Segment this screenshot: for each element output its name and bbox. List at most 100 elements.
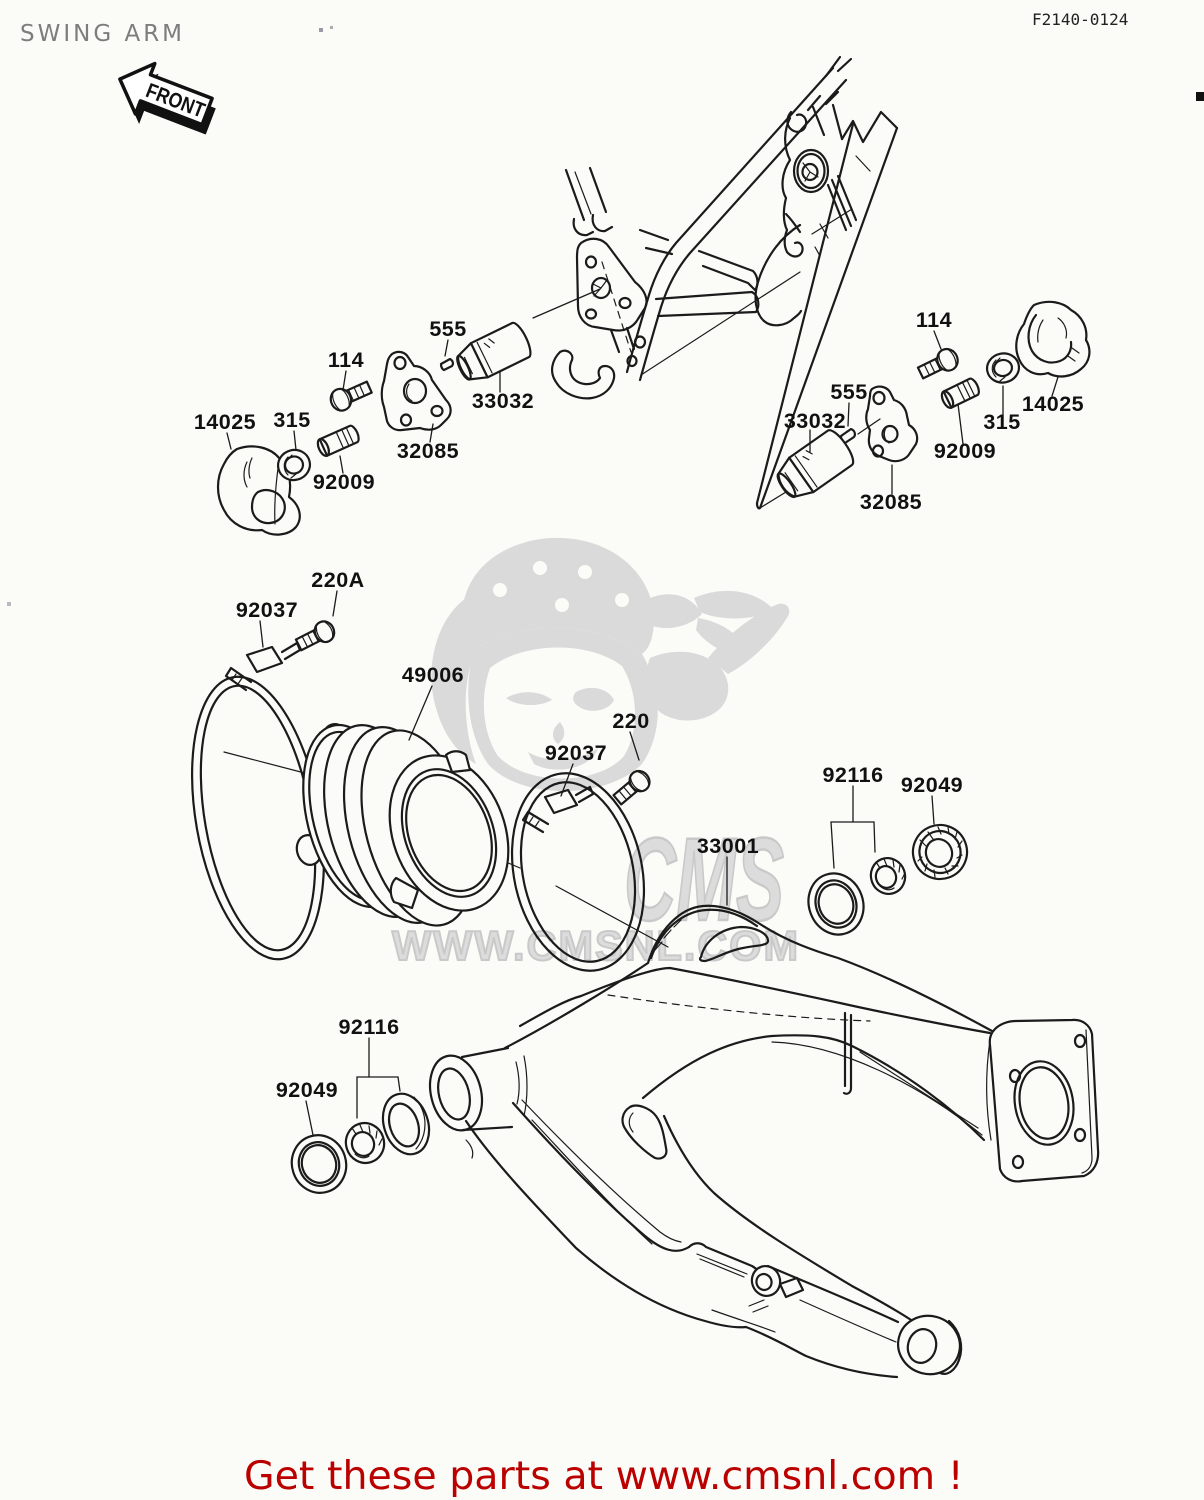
- art-segment: [1073, 1127, 1087, 1143]
- part-92037-right-art: [510, 772, 646, 972]
- leader-555-left: [444, 339, 449, 357]
- art-segment: [687, 1242, 762, 1284]
- art-segment: [776, 472, 797, 499]
- art-segment: [1073, 1033, 1087, 1049]
- part-32085-right-art: [865, 385, 919, 463]
- art-segment: [456, 354, 472, 381]
- art-segment: [461, 537, 654, 654]
- art-segment: [1008, 1068, 1022, 1084]
- art-segment: [550, 349, 616, 400]
- part-label-555-right[interactable]: 555: [830, 380, 867, 404]
- part-label-220A[interactable]: 220A: [311, 568, 364, 592]
- art-segment: [654, 919, 682, 951]
- part-label-315-right[interactable]: 315: [983, 410, 1020, 434]
- art-segment: [811, 103, 844, 141]
- art-segment: [518, 966, 992, 1035]
- part-92009-left-art: [316, 424, 360, 458]
- part-92116-left-bushing-art: [381, 1092, 431, 1156]
- art-segment: [786, 110, 808, 133]
- leader-92049-right: [931, 795, 935, 825]
- part-label-92116-right[interactable]: 92116: [822, 763, 883, 787]
- art-segment: [873, 821, 876, 853]
- part-92009-right-art: [940, 377, 980, 410]
- art-segment: [297, 1141, 341, 1187]
- part-label-92049-right[interactable]: 92049: [901, 773, 963, 797]
- scan-specks: [7, 26, 1204, 606]
- part-label-220[interactable]: 220: [612, 709, 649, 733]
- part-label-49006[interactable]: 49006: [402, 663, 464, 687]
- art-segment: [553, 722, 565, 744]
- art-segment: [646, 594, 702, 629]
- art-segment: [578, 565, 592, 579]
- art-segment: [865, 385, 919, 463]
- part-label-555-left[interactable]: 555: [429, 317, 466, 341]
- art-segment: [641, 1034, 986, 1142]
- art-segment: [694, 590, 774, 619]
- part-label-32085-left[interactable]: 32085: [397, 439, 459, 463]
- part-33032-right-art: [776, 429, 855, 499]
- art-segment: [607, 994, 871, 1022]
- part-label-114-right[interactable]: 114: [916, 308, 952, 332]
- art-segment: [573, 687, 614, 711]
- art-segment: [778, 1276, 805, 1299]
- leader-92049-left: [305, 1100, 314, 1136]
- art-segment: [250, 488, 286, 525]
- art-segment: [290, 1134, 348, 1194]
- part-92116-nut-art: [869, 857, 907, 895]
- art-segment: [592, 279, 608, 297]
- part-label-92037-right[interactable]: 92037: [545, 741, 607, 765]
- art-segment: [696, 1253, 748, 1278]
- part-label-114-left[interactable]: 114: [328, 348, 364, 372]
- art-segment: [533, 561, 547, 575]
- art-segment: [413, 1096, 426, 1150]
- pivot-bearing-parts: [290, 1092, 431, 1194]
- art-segment: [439, 357, 455, 372]
- part-label-14025-left[interactable]: 14025: [194, 410, 256, 434]
- part-92049-left-seal-art: [290, 1134, 348, 1194]
- page-title: SWING ARM: [20, 21, 185, 47]
- art-segment: [493, 561, 629, 612]
- art-segment: [814, 879, 858, 929]
- part-label-92009-left[interactable]: 92009: [313, 470, 375, 494]
- label-bracket-92116-left: [356, 1037, 401, 1119]
- art-segment: [590, 276, 612, 300]
- leader-33032-right-to-frame: [759, 491, 787, 509]
- art-segment: [226, 288, 1059, 1136]
- art-segment: [649, 908, 759, 960]
- part-label-92116-left[interactable]: 92116: [338, 1015, 399, 1039]
- art-segment: [911, 823, 969, 881]
- art-segment: [708, 603, 790, 674]
- part-label-14025-right[interactable]: 14025: [1022, 392, 1084, 416]
- leader-114-left: [342, 370, 347, 391]
- art-segment: [1027, 313, 1073, 364]
- leader-92009-left: [339, 455, 344, 474]
- art-segment: [788, 429, 855, 494]
- art-segment: [626, 354, 638, 368]
- art-segment: [766, 1264, 900, 1324]
- art-segment: [402, 377, 428, 405]
- label-bracket-92116-right: [830, 785, 876, 869]
- art-segment: [940, 390, 955, 410]
- art-segment: [1081, 1029, 1093, 1174]
- part-label-92037-left[interactable]: 92037: [236, 598, 298, 622]
- art-segment: [917, 826, 963, 878]
- part-label-92049-left[interactable]: 92049: [276, 1078, 338, 1102]
- art-segment: [881, 424, 899, 444]
- art-segment: [817, 883, 855, 925]
- part-label-33001[interactable]: 33001: [697, 834, 759, 858]
- part-220-art: [612, 769, 651, 806]
- leader-49006: [408, 685, 433, 741]
- art-segment: [640, 271, 801, 376]
- art-segment: [771, 1041, 983, 1136]
- art-segment: [633, 335, 647, 349]
- part-label-33032-left[interactable]: 33032: [472, 389, 534, 413]
- part-label-32085-right[interactable]: 32085: [860, 490, 922, 514]
- art-segment: [615, 593, 629, 607]
- art-segment: [662, 1114, 922, 1328]
- part-label-33032-right[interactable]: 33032: [784, 409, 846, 433]
- art-segment: [781, 116, 804, 258]
- part-label-315-left[interactable]: 315: [273, 408, 310, 432]
- part-label-92009-right[interactable]: 92009: [934, 439, 996, 463]
